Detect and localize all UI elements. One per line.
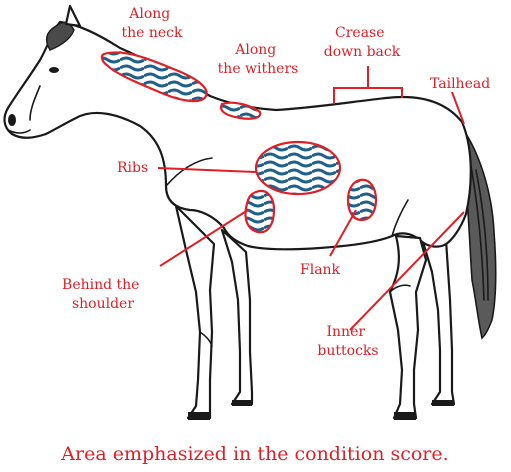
label-ribs: Ribs bbox=[117, 160, 148, 176]
region-along-the-neck bbox=[100, 51, 208, 103]
label-crease-down-back: Crease down back bbox=[324, 25, 401, 60]
horse-near-foreleg bbox=[174, 204, 216, 420]
label-tailhead: Tailhead bbox=[430, 76, 490, 92]
horse-hoof bbox=[432, 400, 454, 406]
diagram-caption: Area emphasized in the condition score. bbox=[60, 443, 448, 465]
shoulder-leader bbox=[159, 209, 249, 267]
horse-far-foreleg bbox=[220, 228, 254, 406]
ribs-leader bbox=[157, 167, 257, 173]
label-flank: Flank bbox=[300, 262, 341, 278]
region-behind-the-shoulder bbox=[244, 189, 276, 234]
horse-nostril bbox=[8, 114, 16, 126]
label-along-the-neck: Along the neck bbox=[121, 6, 183, 41]
horse-hoof bbox=[394, 412, 416, 420]
horse-hoof bbox=[188, 412, 210, 420]
label-along-the-withers: Along the withers bbox=[218, 42, 299, 77]
region-ribs bbox=[254, 140, 342, 196]
horse-eye bbox=[49, 67, 59, 73]
label-behind-the-shoulder: Behind the shoulder bbox=[62, 277, 144, 312]
labels: Along the neck Along the withers Crease … bbox=[60, 6, 490, 465]
region-along-the-withers bbox=[220, 101, 262, 120]
horse-near-hindleg bbox=[388, 234, 428, 420]
flank-leader bbox=[329, 209, 357, 257]
tailhead-leader bbox=[451, 91, 465, 125]
condition-regions bbox=[100, 51, 378, 234]
label-inner-buttocks: Inner buttocks bbox=[317, 324, 378, 359]
horse-hoof bbox=[232, 400, 252, 406]
region-flank bbox=[346, 178, 378, 222]
horse-ear bbox=[64, 4, 82, 28]
leader-lines bbox=[157, 66, 465, 331]
buttocks-leader bbox=[349, 211, 465, 331]
